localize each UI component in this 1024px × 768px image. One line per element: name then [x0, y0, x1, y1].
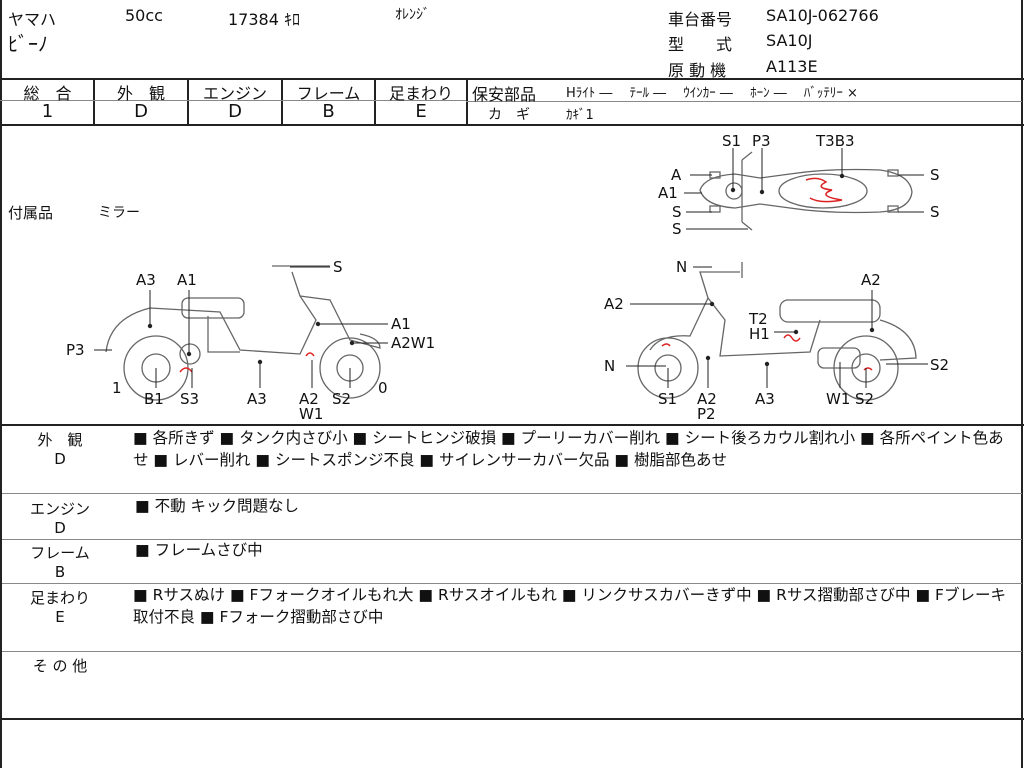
- divider: [1021, 0, 1023, 768]
- mileage: 17384 ｷﾛ: [228, 10, 300, 29]
- divider: [0, 718, 1024, 720]
- divider: [2, 493, 1022, 494]
- label-right-s2: S2: [855, 390, 874, 408]
- divider: [2, 651, 1022, 652]
- divider: [0, 100, 466, 101]
- damage-marks: [179, 177, 873, 373]
- color: ｵﾚﾝｼﾞ: [395, 7, 430, 23]
- accessories-value: ミラー: [98, 205, 140, 221]
- label-left-0: 0: [378, 379, 388, 397]
- safety-items: Hﾗｲﾄ ― ﾃｰﾙ ― ｳｲﾝｶｰ ― ﾎｰﾝ ― ﾊﾞｯﾃﾘｰ ×: [566, 86, 858, 101]
- label-right-a3: A3: [755, 390, 775, 408]
- accessories-label: 付属品: [8, 204, 54, 222]
- label-right-s2: S2: [930, 356, 949, 374]
- label-left-p3: P3: [66, 341, 85, 359]
- label-right-h1: H1: [749, 325, 770, 343]
- section-title-exterior: 外 観: [37, 431, 83, 449]
- divider: [2, 583, 1022, 584]
- overall-label: 総 合: [23, 84, 72, 103]
- divider: [93, 78, 95, 124]
- section-title-frame: フレーム: [30, 544, 90, 562]
- frame-no: SA10J-062766: [766, 6, 879, 25]
- label-top-s: S: [930, 203, 940, 221]
- label-right-n: N: [604, 357, 615, 375]
- divider: [2, 539, 1022, 540]
- damage-diagram: S1 P3 T3B3 A A1 S S S S S A3 A1 A1 A2W1 …: [66, 132, 949, 422]
- exterior-label: 外 観: [116, 84, 165, 103]
- label-right-s1: S1: [658, 390, 677, 408]
- section-text-frame: ■ フレームさび中: [135, 541, 263, 559]
- key-label: カ ギ: [488, 107, 530, 123]
- label-right-w1: W1: [826, 390, 850, 408]
- divider: [281, 78, 283, 124]
- overall-grade: 1: [41, 101, 54, 122]
- label-left-a1: A1: [177, 271, 197, 289]
- section-text-engine: ■ 不動 キック問題なし: [135, 497, 299, 515]
- suspension-grade: E: [415, 101, 427, 122]
- section-grade-exterior: D: [54, 450, 66, 468]
- label-right-n: N: [676, 258, 687, 276]
- label-top-a: A: [671, 166, 682, 184]
- label-left-a3: A3: [247, 390, 267, 408]
- label-top-s: S: [672, 220, 682, 238]
- section-text-exterior: ■ 各所きず ■ タンク内さび小 ■ シートヒンジ破損 ■ プーリーカバー削れ …: [133, 429, 1004, 469]
- divider: [187, 78, 189, 124]
- frame-grade-label: フレーム: [296, 84, 361, 103]
- label-left-a2w1: A2W1: [391, 334, 435, 352]
- section-grade-engine: D: [54, 519, 66, 537]
- label-right-a2: A2: [604, 295, 624, 313]
- section-grade-suspension: E: [55, 608, 65, 626]
- top-view-scooter: [699, 151, 913, 231]
- model-name: ﾋﾞｰﾉ: [8, 32, 48, 56]
- divider: [466, 101, 1022, 102]
- label-right-p2: P2: [697, 405, 716, 422]
- section-title-engine: エンジン: [29, 500, 90, 518]
- type-value: SA10J: [766, 31, 813, 50]
- label-left-w1: W1: [299, 405, 323, 422]
- label-top-s1: S1: [722, 132, 741, 150]
- engine-label: 原 動 機: [668, 61, 727, 80]
- divider: [0, 78, 1024, 80]
- section-grade-frame: B: [54, 563, 66, 581]
- engine-grade: D: [228, 101, 242, 122]
- label-left-b1: B1: [144, 390, 164, 408]
- frame-grade: B: [322, 101, 335, 122]
- safety-label: 保安部品: [472, 85, 537, 104]
- label-top-t3b3: T3B3: [815, 132, 855, 150]
- exterior-grade: D: [134, 101, 148, 122]
- displacement: 50cc: [125, 6, 163, 25]
- section-text-suspension: ■ Rサスぬけ ■ Fフォークオイルもれ大 ■ Rサスオイルもれ ■ リンクサス…: [133, 586, 1006, 626]
- label-top-s: S: [672, 203, 682, 221]
- engine-grade-label: エンジン: [202, 84, 267, 103]
- label-left-a1: A1: [391, 315, 411, 333]
- label-left-a3: A3: [136, 271, 156, 289]
- divider: [0, 424, 1024, 426]
- engine-value: A113E: [766, 57, 818, 76]
- label-right-a2: A2: [697, 390, 717, 408]
- divider: [0, 124, 1024, 126]
- suspension-grade-label: 足まわり: [388, 84, 453, 103]
- maker: ヤマハ: [8, 10, 57, 29]
- label-left-1: 1: [112, 379, 122, 397]
- label-left-s3: S3: [180, 390, 199, 408]
- section-title-other: そ の 他: [32, 657, 88, 675]
- type-label: 型 式: [668, 35, 733, 54]
- label-left-s: S: [333, 258, 343, 276]
- label-right-a2: A2: [861, 271, 881, 289]
- label-top-a1: A1: [658, 184, 678, 202]
- section-title-suspension: 足まわり: [29, 589, 90, 607]
- label-right-t2: T2: [748, 310, 768, 328]
- label-top-p3: P3: [752, 132, 771, 150]
- label-top-s: S: [930, 166, 940, 184]
- frame-no-label: 車台番号: [668, 10, 733, 29]
- label-left-s2: S2: [332, 390, 351, 408]
- label-left-a2: A2: [299, 390, 319, 408]
- key-value: ｶｷﾞ1: [566, 108, 594, 123]
- divider: [0, 0, 2, 768]
- divider: [374, 78, 376, 124]
